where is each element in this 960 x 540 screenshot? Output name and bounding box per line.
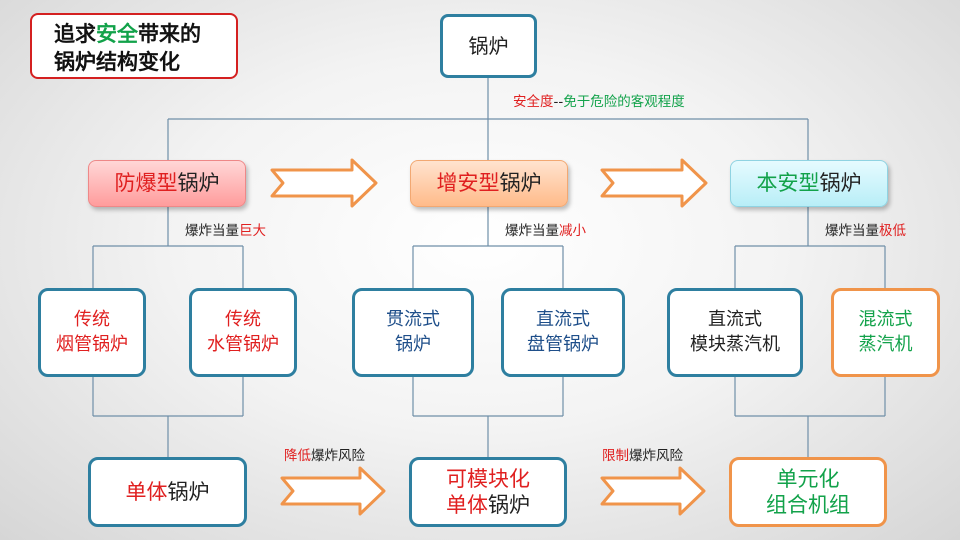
slide-title: 追求安全带来的 锅炉结构变化 <box>30 13 238 79</box>
safety-definition: 安全度--免于危险的客观程度 <box>513 94 685 110</box>
arrow-tier-2-3 <box>600 158 708 208</box>
tier-increased-safety: 增安型锅炉 <box>410 160 568 207</box>
arrow-bottom-1-2 <box>280 466 386 516</box>
leaf-traditional-water-tube: 传统水管锅炉 <box>189 288 297 377</box>
risk-label-reduce: 降低爆炸风险 <box>284 448 365 464</box>
leaf-traditional-fire-tube: 传统烟管锅炉 <box>38 288 146 377</box>
root-node-boiler: 锅炉 <box>440 14 537 78</box>
leaf-mixed-flow-steam: 混流式蒸汽机 <box>831 288 940 377</box>
tier-explosion-proof: 防爆型锅炉 <box>88 160 246 207</box>
risk-label-limit: 限制爆炸风险 <box>602 448 683 464</box>
leaf-direct-flow-module: 直流式模块蒸汽机 <box>667 288 803 377</box>
arrow-bottom-2-3 <box>600 466 706 516</box>
leaf-direct-flow-coil: 直流式盘管锅炉 <box>501 288 625 377</box>
explosion-label-3: 爆炸当量极低 <box>825 223 906 239</box>
explosion-label-2: 爆炸当量减小 <box>505 223 586 239</box>
explosion-label-1: 爆炸当量巨大 <box>185 223 266 239</box>
bottom-unit-combined: 单元化组合机组 <box>729 457 887 527</box>
bottom-modular-single-boiler: 可模块化 单体锅炉 <box>409 457 567 527</box>
leaf-once-through: 贯流式锅炉 <box>352 288 474 377</box>
tier-intrinsically-safe: 本安型锅炉 <box>730 160 888 207</box>
arrow-tier-1-2 <box>270 158 378 208</box>
bottom-single-boiler: 单体锅炉 <box>88 457 247 527</box>
